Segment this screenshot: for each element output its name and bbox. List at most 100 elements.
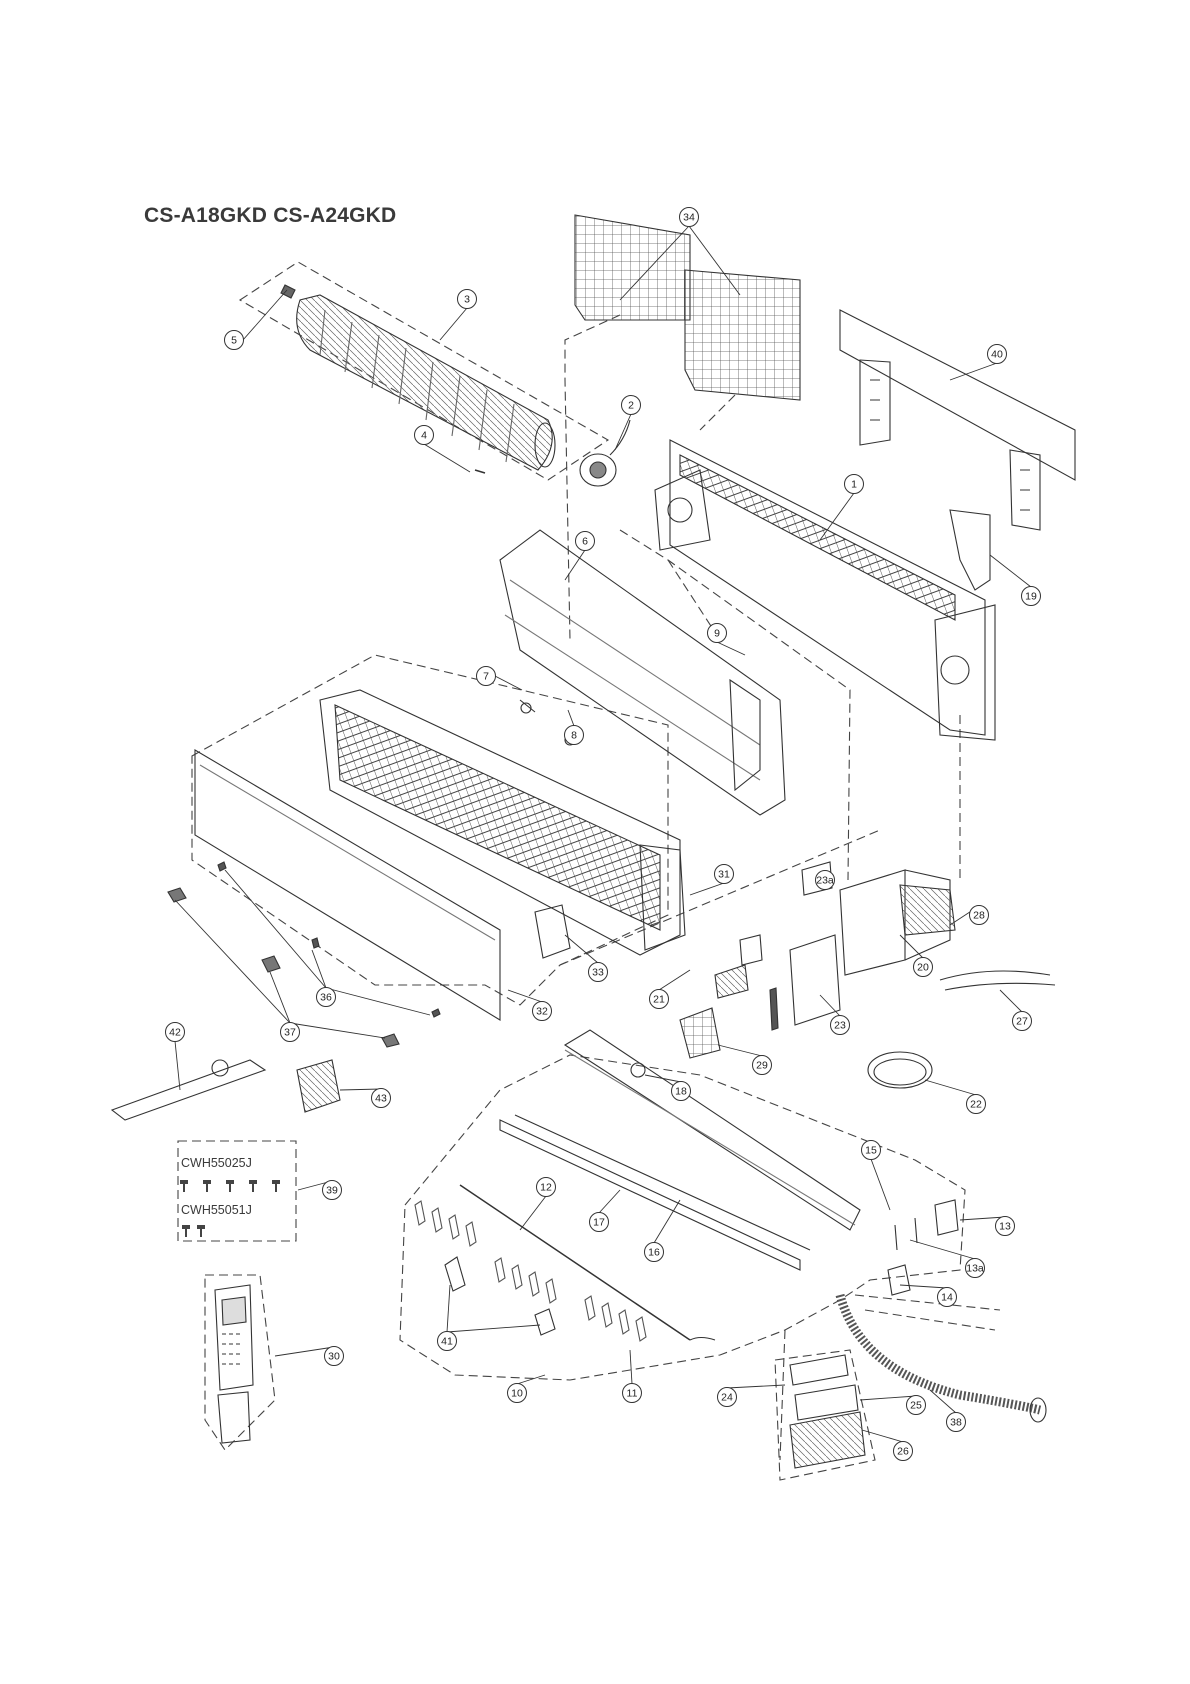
callout-label: 10 (511, 1388, 523, 1400)
drain-hose-part (840, 1295, 1046, 1422)
callout-label: 13 (999, 1221, 1011, 1233)
sensor-bar-part (112, 1060, 265, 1120)
callout-33: 33 (589, 963, 608, 982)
callout-label: 24 (721, 1392, 733, 1404)
screw-kit-label-1: CWH55025J (181, 1156, 252, 1170)
front-grille-part (320, 690, 685, 955)
electronics-parts (680, 862, 955, 1058)
callout-label: 40 (991, 349, 1003, 361)
callout-26: 26 (894, 1442, 913, 1461)
terminal-block-part (297, 1060, 340, 1112)
callout-12: 12 (537, 1178, 556, 1197)
callout-label: 19 (1025, 591, 1037, 603)
callout-label: 9 (714, 628, 720, 640)
callout-label: 25 (910, 1400, 922, 1412)
callout-27: 27 (1013, 1012, 1032, 1031)
callout-14: 14 (938, 1288, 957, 1307)
fan-motor-part (580, 420, 630, 486)
callout-23: 23 (831, 1016, 850, 1035)
callout-37: 37 (281, 1023, 300, 1042)
callout-label: 8 (571, 730, 577, 742)
callout-label: 28 (973, 910, 985, 922)
callout-3: 3 (458, 290, 477, 309)
callout-4: 4 (415, 426, 434, 445)
callout-39: 39 (323, 1181, 342, 1200)
callout-24: 24 (718, 1388, 737, 1407)
callout-label: 31 (718, 869, 730, 881)
callout-41: 41 (438, 1332, 457, 1351)
callout-43: 43 (372, 1089, 391, 1108)
cross-flow-fan-part (281, 285, 555, 473)
cover-part (535, 905, 570, 958)
remote-control-part (215, 1285, 253, 1443)
callout-38: 38 (947, 1413, 966, 1432)
bracket-part (950, 510, 990, 590)
callout-7: 7 (477, 667, 496, 686)
callout-23a: 23a (816, 871, 835, 890)
callout-label: 13a (966, 1263, 984, 1275)
callout-label: 5 (231, 335, 237, 347)
callout-label: 39 (326, 1185, 338, 1197)
callout-19: 19 (1022, 587, 1041, 606)
callout-label: 43 (375, 1093, 387, 1105)
callout-29: 29 (753, 1056, 772, 1075)
callout-label: 6 (582, 536, 588, 548)
callout-32: 32 (533, 1002, 552, 1021)
callout-label: 22 (970, 1099, 982, 1111)
callout-label: 33 (592, 967, 604, 979)
callout-label: 7 (483, 671, 489, 683)
callout-11: 11 (623, 1384, 642, 1403)
callout-13a: 13a (966, 1259, 985, 1278)
callout-15: 15 (862, 1141, 881, 1160)
callout-1: 1 (845, 475, 864, 494)
callout-label: 11 (627, 1388, 638, 1400)
callout-label: 41 (441, 1336, 453, 1348)
installation-plate-part (840, 310, 1075, 530)
callout-18: 18 (672, 1082, 691, 1101)
callout-label: 2 (628, 400, 634, 412)
chassis-part (655, 440, 995, 740)
callout-label: 30 (328, 1351, 340, 1363)
callout-label: 21 (653, 994, 665, 1006)
callout-label: 12 (540, 1182, 552, 1194)
callout-label: 29 (756, 1060, 768, 1072)
callout-label: 17 (593, 1217, 605, 1229)
callout-5: 5 (225, 331, 244, 350)
screws-clips-parts (168, 862, 440, 1047)
callout-label: 36 (320, 992, 332, 1004)
callout-label: 1 (851, 479, 857, 491)
screw-kit-label-2: CWH55051J (181, 1203, 252, 1217)
callout-label: 34 (683, 212, 695, 224)
callout-25: 25 (907, 1396, 926, 1415)
callout-8: 8 (565, 726, 584, 745)
callout-label: 15 (865, 1145, 877, 1157)
callout-label: 27 (1016, 1016, 1028, 1028)
callout-6: 6 (576, 532, 595, 551)
callout-label: 32 (536, 1006, 548, 1018)
callout-label: 23 (834, 1020, 846, 1032)
callout-21: 21 (650, 990, 669, 1009)
callout-label: 26 (897, 1446, 909, 1458)
callout-label: 37 (284, 1027, 296, 1039)
callout-17: 17 (590, 1213, 609, 1232)
callout-label: 38 (950, 1417, 962, 1429)
air-filter-part (575, 215, 800, 400)
callout-10: 10 (508, 1384, 527, 1403)
callout-30: 30 (325, 1347, 344, 1366)
callout-34: 34 (680, 208, 699, 227)
callout-label: 3 (464, 294, 470, 306)
callout-label: 14 (941, 1292, 953, 1304)
callout-40: 40 (988, 345, 1007, 364)
callout-label: 42 (169, 1027, 181, 1039)
callout-36: 36 (317, 988, 336, 1007)
callout-label: 23a (816, 875, 834, 887)
vane-louver-parts (415, 1030, 860, 1341)
callout-label: 4 (421, 430, 427, 442)
callout-42: 42 (166, 1023, 185, 1042)
callout-2: 2 (622, 396, 641, 415)
callout-20: 20 (914, 958, 933, 977)
evaporator-part (500, 530, 785, 815)
callout-28: 28 (970, 906, 989, 925)
